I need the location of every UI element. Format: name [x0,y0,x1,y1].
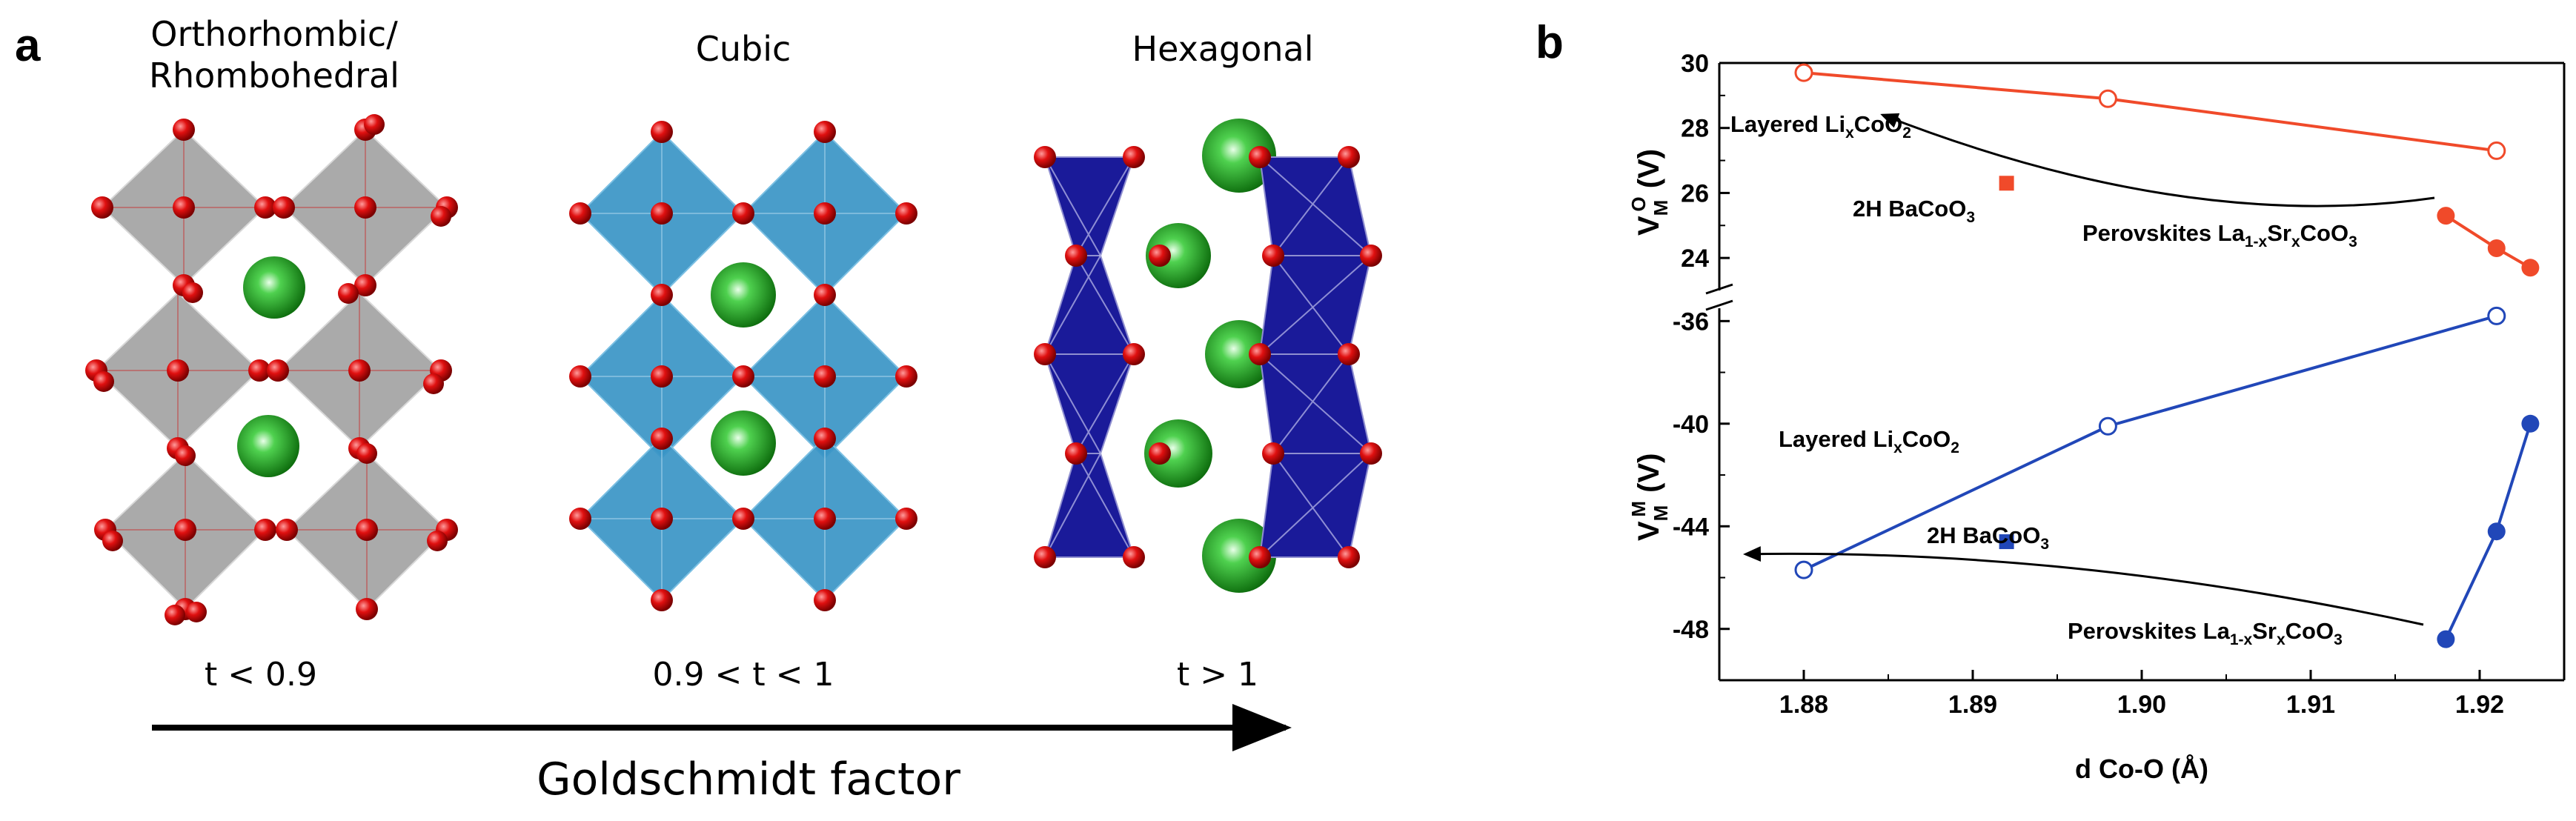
condition-orthorhombic: t < 0.9 [205,656,317,694]
cubic-structure [569,121,917,611]
annotation-perovskites-top: Perovskites La1-xSrxCoO3 [2082,220,2357,250]
panel-b-label: b [1536,17,1564,68]
data-point-filled-bottom [2521,414,2540,433]
structure-title-orthorhombic-line1: Orthorhombic/ [150,14,398,54]
data-point-open-bottom [2487,306,2506,325]
arrow-perovskite-to-layered-bottom [1743,546,2424,626]
annotation-perovskites-bottom: Perovskites La1-xSrxCoO3 [2068,618,2343,648]
y-tick-label: 30 [1681,50,1709,78]
panel-a-label: a [15,20,41,71]
y-tick-label: 28 [1681,115,1709,143]
structure-title-orthorhombic-line2: Rhombohedral [149,56,399,96]
orthorhombic-structure [85,114,458,625]
data-point-filled-top [2521,259,2540,277]
structure-title-cubic: Cubic [696,29,791,69]
x-axis-label: d Co-O (Å) [2075,754,2208,784]
hexagonal-structure [1034,119,1382,593]
structure-title-hexagonal: Hexagonal [1132,29,1314,69]
y-tick-label: 24 [1681,245,1709,273]
ticks-layer: 1.88 1.89 1.90 1.91 1.92 24 26 28 30 -48 -44 -40 -36 [1673,50,2565,719]
series-line-top-filled-circle [2445,214,2532,270]
plot-frame [1718,62,2566,682]
data-point-open-bottom [1794,560,1813,579]
annotation-layered-top: Layered LixCoO2 [1730,111,1911,142]
data-point-filled-top [2437,207,2455,225]
y-tick-label: -36 [1673,308,1709,336]
y-tick-label: -48 [1673,616,1709,644]
data-point-square-bottom [1999,534,2014,550]
annotation-2h-bottom: 2H BaCoO3 [1927,522,2049,553]
data-point-open-bottom [2098,416,2117,436]
y-axis-label-bottom: VMM (V) [1627,453,1672,541]
data-point-filled-top [2487,239,2506,257]
y-tick-label: -40 [1673,410,1709,439]
data-point-open-top [1794,63,1813,82]
x-tick-label: 1.90 [2117,691,2166,719]
data-point-square-top [1999,176,2014,191]
axis-break [1705,283,1733,311]
x-tick-label: 1.91 [2286,691,2335,719]
condition-hexagonal: t > 1 [1177,656,1258,694]
data-point-filled-bottom [2437,630,2455,648]
data-point-open-top [2098,89,2117,108]
panel-b: b VMO (V) VMM (V) d Co-O (Å) 1.88 1.89 1.9… [1536,17,2566,784]
panel-a: a Orthorhombic/ Rhombohedral Cubic Hexag… [15,14,1382,805]
y-axis-label-top: VMO (V) [1627,149,1672,236]
annotation-2h-top: 2H BaCoO3 [1853,196,1975,226]
annotation-layered-bottom: Layered LixCoO2 [1779,426,1959,456]
data-point-open-top [2487,141,2506,160]
series-layer [1794,63,2540,648]
data-point-filled-bottom [2487,522,2506,541]
y-tick-label: 26 [1681,179,1709,207]
y-tick-label: -44 [1673,513,1709,541]
x-tick-label: 1.88 [1779,691,1828,719]
condition-cubic: 0.9 < t < 1 [653,656,834,694]
goldschmidt-axis-label: Goldschmidt factor [537,754,960,805]
x-tick-label: 1.89 [1948,691,1997,719]
arrow-perovskite-to-layered-top [1880,113,2435,207]
x-tick-label: 1.92 [2455,691,2504,719]
